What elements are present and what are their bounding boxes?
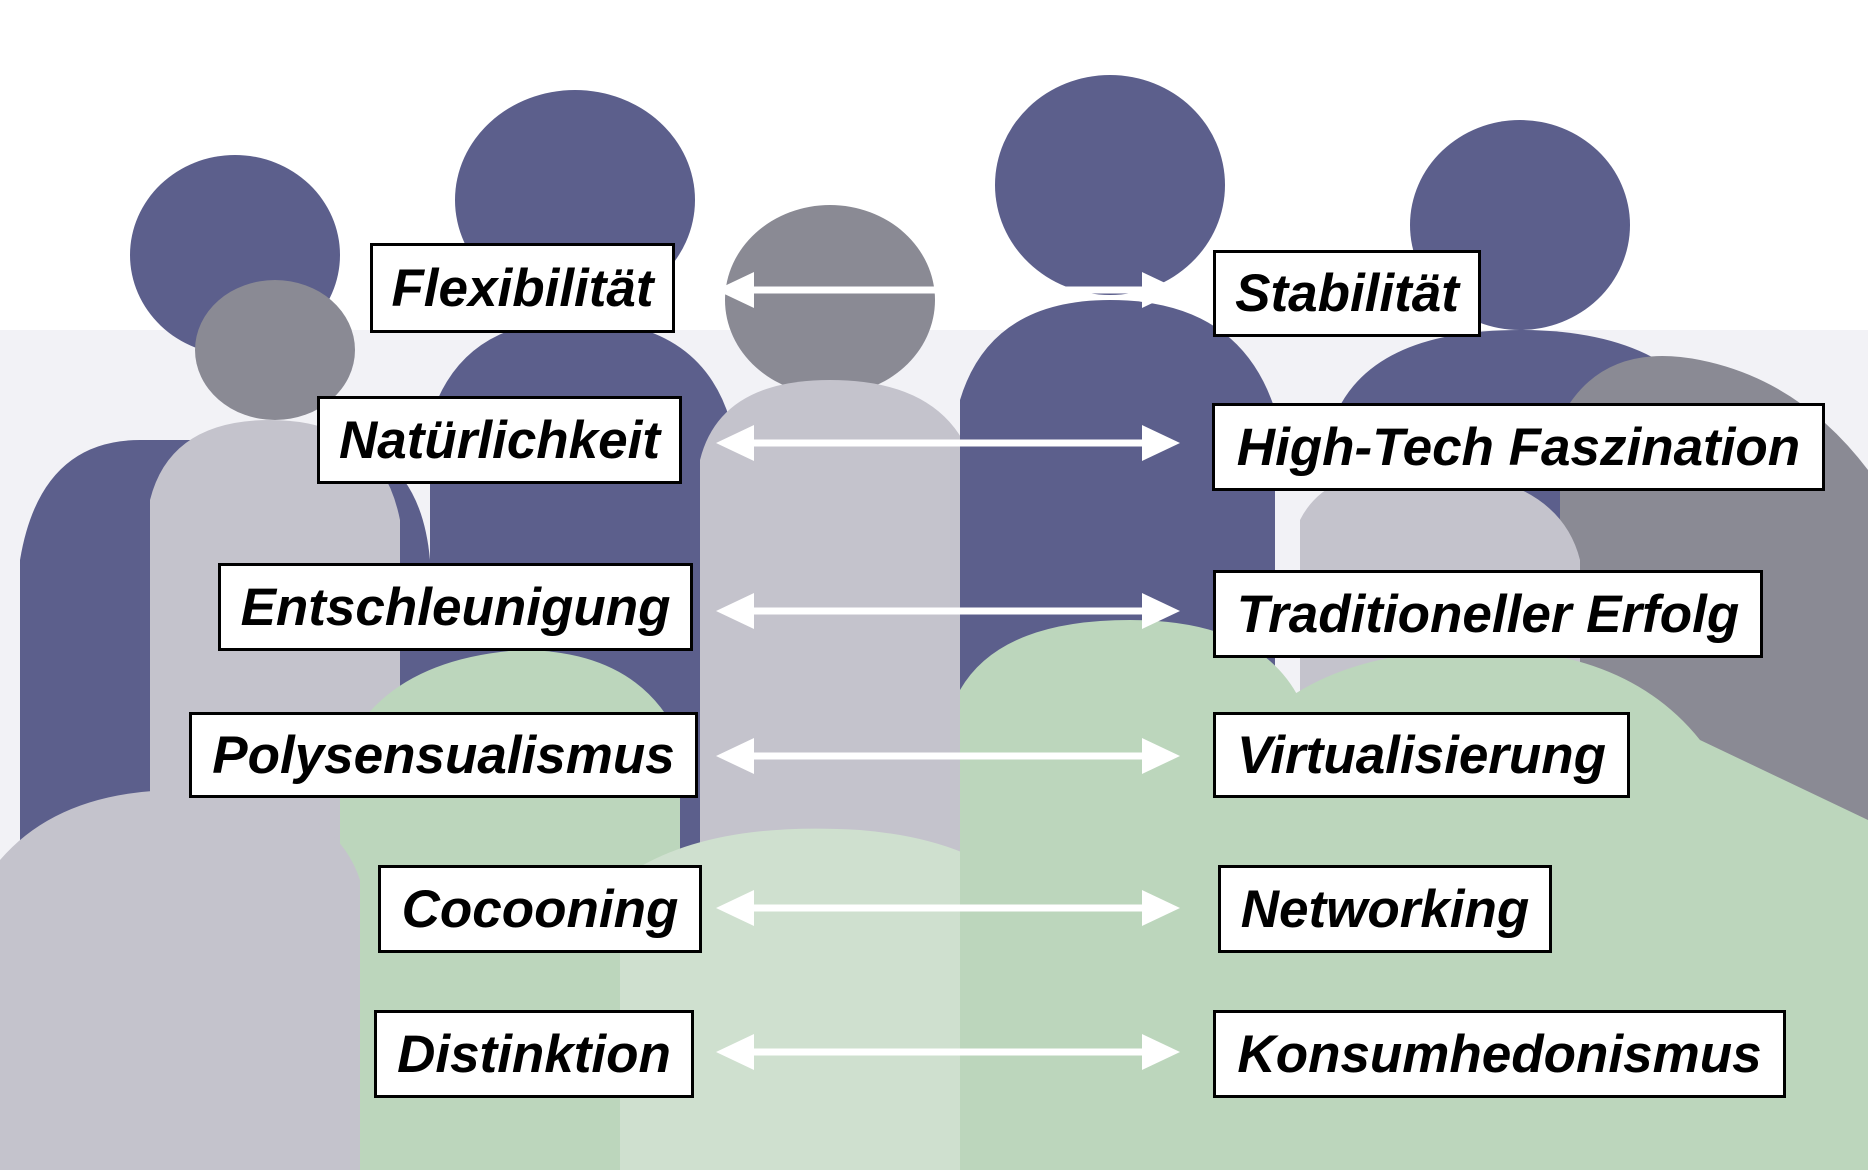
double-arrow-3 bbox=[716, 593, 1180, 629]
arrow-head-right bbox=[1142, 1034, 1180, 1070]
arrow-head-right bbox=[1142, 425, 1180, 461]
arrow-head-right bbox=[1142, 738, 1180, 774]
right-term-traditioneller-erfolg: Traditioneller Erfolg bbox=[1213, 570, 1763, 658]
left-term-polysensualismus: Polysensualismus bbox=[189, 712, 698, 798]
left-term-cocooning: Cocooning bbox=[378, 865, 702, 953]
double-arrow-2 bbox=[716, 425, 1180, 461]
left-term-natuerlichkeit: Natürlichkeit bbox=[317, 396, 682, 484]
arrow-head-left bbox=[716, 593, 754, 629]
arrow-head-right bbox=[1142, 272, 1180, 308]
right-term-high-tech-faszination: High-Tech Faszination bbox=[1212, 403, 1825, 491]
arrow-head-right bbox=[1142, 593, 1180, 629]
arrow-head-left bbox=[716, 738, 754, 774]
right-term-stabilitaet: Stabilität bbox=[1213, 250, 1481, 337]
right-term-virtualisierung: Virtualisierung bbox=[1213, 712, 1630, 798]
left-term-flexibilitaet: Flexibilität bbox=[370, 243, 675, 333]
arrow-head-left bbox=[716, 1034, 754, 1070]
right-term-networking: Networking bbox=[1218, 865, 1552, 953]
double-arrow-6 bbox=[716, 1034, 1180, 1070]
arrow-head-left bbox=[716, 425, 754, 461]
arrow-head-left bbox=[716, 272, 754, 308]
left-term-distinktion: Distinktion bbox=[374, 1010, 694, 1098]
right-term-konsumhedonismus: Konsumhedonismus bbox=[1213, 1010, 1786, 1098]
arrow-head-right bbox=[1142, 890, 1180, 926]
left-term-entschleunigung: Entschleunigung bbox=[218, 563, 693, 651]
arrow-head-left bbox=[716, 890, 754, 926]
double-arrow-1 bbox=[716, 272, 1180, 308]
double-arrow-5 bbox=[716, 890, 1180, 926]
double-arrow-4 bbox=[716, 738, 1180, 774]
